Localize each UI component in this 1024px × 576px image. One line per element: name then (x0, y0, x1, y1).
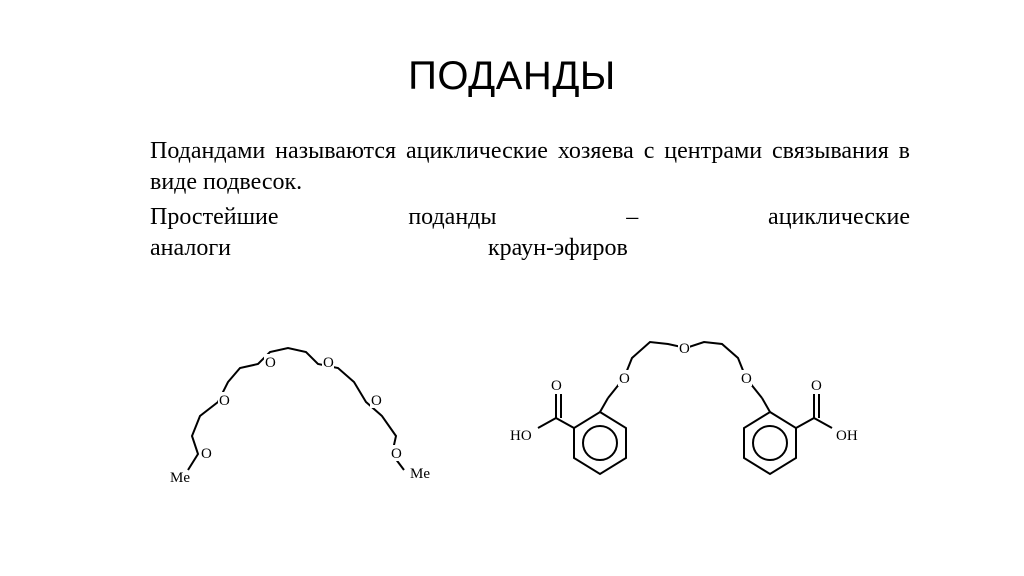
oxygen-atom: O (200, 445, 212, 462)
svg-text:O: O (265, 355, 276, 371)
simplest-podands-line: Простейшие поданды – ациклические (150, 202, 910, 233)
word-crown-ethers: краун-эфиров (488, 235, 628, 261)
oxygen-atom: O (370, 392, 382, 409)
hydroxyl-right-label: OH (836, 428, 858, 444)
svg-text:O: O (741, 371, 752, 387)
slide-title: ПОДАНДЫ (408, 54, 616, 98)
oxygen-atom: O (322, 354, 334, 371)
aromatic-circle-right (752, 425, 788, 461)
linear-polyether-structure: O O O O O O Me Me (170, 346, 430, 486)
svg-text:O: O (391, 446, 402, 462)
analogs-line: аналоги краун-эфиров (150, 233, 910, 264)
body-text: Подандами называются ациклические хозяев… (150, 136, 910, 264)
definition-paragraph: Подандами называются ациклические хозяев… (150, 138, 910, 195)
svg-text:O: O (323, 355, 334, 371)
word-acyclic: ациклические (768, 204, 910, 230)
polyether-backbone-left (187, 346, 405, 471)
svg-text:O: O (619, 371, 630, 387)
oxygen-atom: O (678, 340, 690, 357)
methyl-left-label: Me (170, 470, 190, 486)
linker-bond-left (599, 397, 609, 413)
dash: – (626, 204, 639, 230)
carboxyl-bond-left (555, 417, 575, 429)
bis-benzoic-acid-podand-structure: O O O O HO O OH (510, 340, 858, 476)
methyl-right-label: Me (410, 466, 430, 482)
oxygen-atom: O (740, 370, 752, 387)
word-podands: поданды (408, 204, 497, 230)
carbonyl-oxygen-left: O (551, 378, 562, 394)
carboxyl-bond-right (795, 417, 815, 429)
svg-text:O: O (201, 446, 212, 462)
word-analogs: аналоги (150, 235, 232, 261)
svg-text:O: O (679, 341, 690, 357)
benzene-ring-right (743, 410, 797, 476)
svg-text:O: O (219, 393, 230, 409)
oxygen-atom: O (618, 370, 630, 387)
oxygen-atom: O (390, 445, 402, 462)
hydroxyl-bond-right (813, 417, 833, 429)
hydroxyl-bond-left (537, 417, 557, 429)
benzene-ring-left (573, 410, 627, 476)
word-simplest: Простейшие (150, 204, 279, 230)
aromatic-circle-left (582, 425, 618, 461)
linker-bond-right (761, 397, 771, 413)
hydroxyl-left-label: HO (510, 428, 532, 444)
oxygen-atom: O (218, 392, 230, 409)
oxygen-atom: O (264, 354, 276, 371)
carbonyl-oxygen-right: O (811, 378, 822, 394)
svg-text:O: O (371, 393, 382, 409)
